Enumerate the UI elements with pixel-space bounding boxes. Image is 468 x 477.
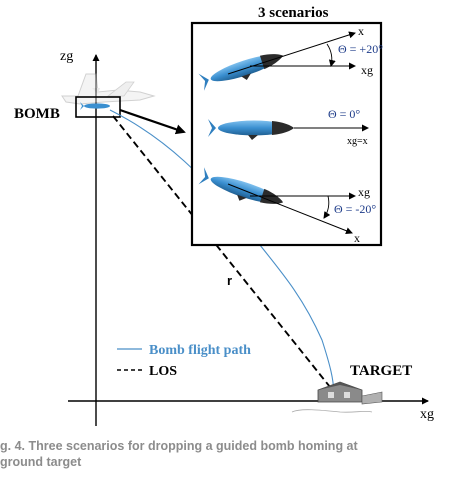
scenario-minus-20: xg Θ = -20° x: [198, 167, 376, 245]
z-axis-label: zg: [60, 49, 73, 64]
figure-caption: g. 4. Three scenarios for dropping a gui…: [0, 438, 468, 470]
bomb-selection-box: [75, 96, 121, 118]
scenarios-box: [190, 21, 383, 247]
target-building-icon: [291, 381, 383, 413]
combined-axis-label-2: xg=x: [347, 136, 368, 147]
x-axis-label: xg: [420, 407, 434, 422]
ground-axis-label-1: xg: [361, 63, 373, 77]
ground-axis-label-3: xg: [358, 185, 370, 199]
legend-los-label: LOS: [149, 364, 177, 379]
scenarios-panel: 3 scenarios x xg Θ = +20°: [190, 5, 383, 247]
caption-line-1: g. 4. Three scenarios for dropping a gui…: [0, 439, 358, 453]
body-axis-3: [227, 183, 353, 235]
zoom-arrow: [119, 108, 186, 135]
angle-label-3: Θ = -20°: [334, 202, 376, 216]
legend: Bomb flight path LOS: [117, 343, 251, 379]
target-label: TARGET: [350, 363, 412, 379]
angle-label-2: Θ = 0°: [328, 107, 360, 121]
los-line: [112, 115, 335, 393]
bomb-icon: [208, 119, 294, 140]
angle-label-1: Θ = +20°: [338, 42, 383, 56]
bomb-icon: [80, 102, 110, 110]
scenario-plus-20: x xg Θ = +20°: [198, 24, 383, 91]
body-axis-label-1: x: [358, 24, 364, 38]
bomb-flight-path: [109, 109, 335, 397]
range-label: r: [227, 273, 232, 288]
scenarios-title: 3 scenarios: [258, 5, 329, 21]
bomb-selection: BOMB: [14, 96, 121, 122]
body-axis-label-3: x: [354, 231, 360, 245]
scenario-zero: Θ = 0° xg=x: [208, 107, 369, 147]
body-axis-1: [227, 31, 356, 75]
caption-line-2: ground target: [0, 455, 82, 469]
bomb-label: BOMB: [14, 106, 60, 122]
legend-flight-path-label: Bomb flight path: [149, 343, 251, 358]
